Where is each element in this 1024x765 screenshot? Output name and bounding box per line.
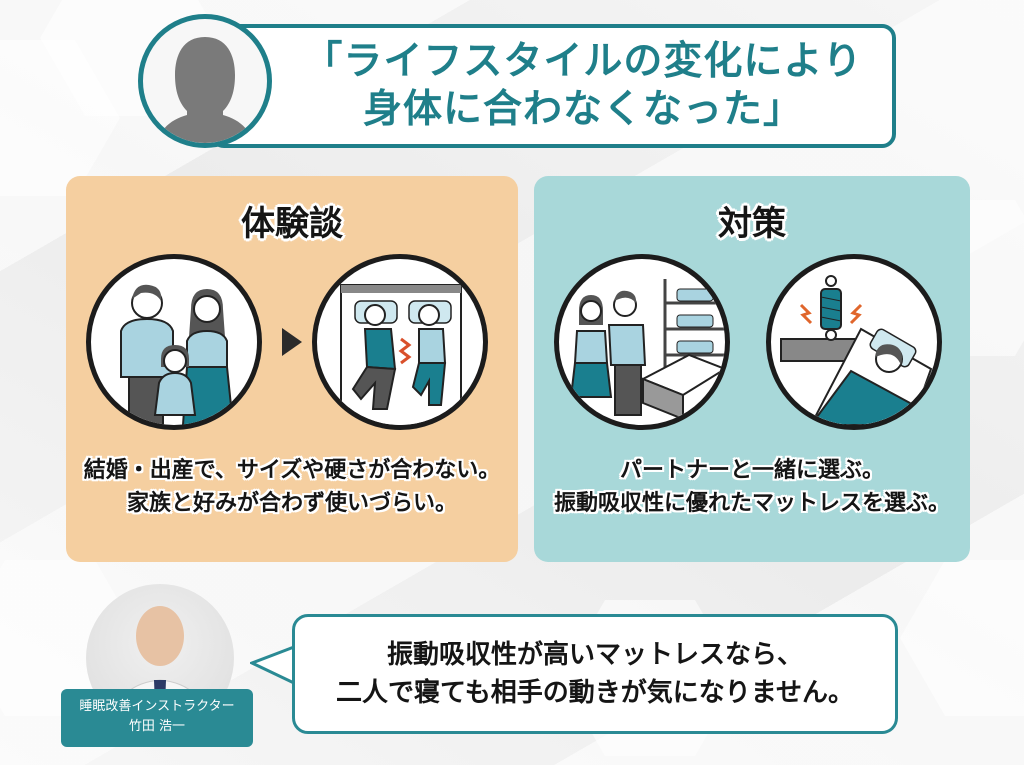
quote-line-1: 「ライフスタイルの変化により	[303, 39, 863, 84]
arrow-right-triangle-icon	[282, 328, 302, 356]
experience-text: 結婚・出産で、サイズや硬さが合わない。 家族と好みが合わず使いづらい。	[66, 454, 518, 520]
solution-panel: 対策	[534, 176, 970, 562]
header-quote-box: 「ライフスタイルの変化により 身体に合わなくなった」	[210, 24, 896, 148]
solution-text-line-2: 振動吸収性に優れたマットレスを選ぶ。	[553, 491, 950, 516]
person-silhouette-icon	[157, 37, 253, 143]
speech-line-2: 二人で寝ても相手の動きが気になりません。	[336, 678, 854, 708]
expert-role: 睡眠改善インストラクター	[79, 699, 235, 714]
expert-label: 睡眠改善インストラクター 竹田 浩一	[61, 689, 253, 747]
vibration-absorbing-sleep-illustration	[766, 254, 942, 430]
experience-text-line-2: 家族と好みが合わず使いづらい。	[126, 491, 457, 516]
speech-line-1: 振動吸収性が高いマットレスなら、	[386, 640, 803, 670]
experience-text-line-1: 結婚・出産で、サイズや硬さが合わない。	[83, 458, 501, 483]
expert-name: 竹田 浩一	[128, 719, 186, 734]
avatar	[138, 14, 272, 148]
speech-bubble-tail	[250, 645, 295, 685]
experience-panel: 体験談	[66, 176, 518, 562]
couple-sleeping-disturbed-illustration	[312, 254, 488, 430]
expert-speech-bubble: 振動吸収性が高いマットレスなら、 二人で寝ても相手の動きが気になりません。	[292, 614, 898, 734]
solution-text: パートナーと一緒に選ぶ。 振動吸収性に優れたマットレスを選ぶ。	[534, 454, 970, 520]
couple-choosing-mattress-illustration	[554, 254, 730, 430]
quote-line-2: 身体に合わなくなった」	[362, 87, 803, 132]
solution-text-line-1: パートナーと一緒に選ぶ。	[619, 458, 884, 483]
experience-title: 体験談	[241, 204, 343, 244]
solution-title: 対策	[718, 204, 786, 244]
family-illustration	[86, 254, 262, 430]
